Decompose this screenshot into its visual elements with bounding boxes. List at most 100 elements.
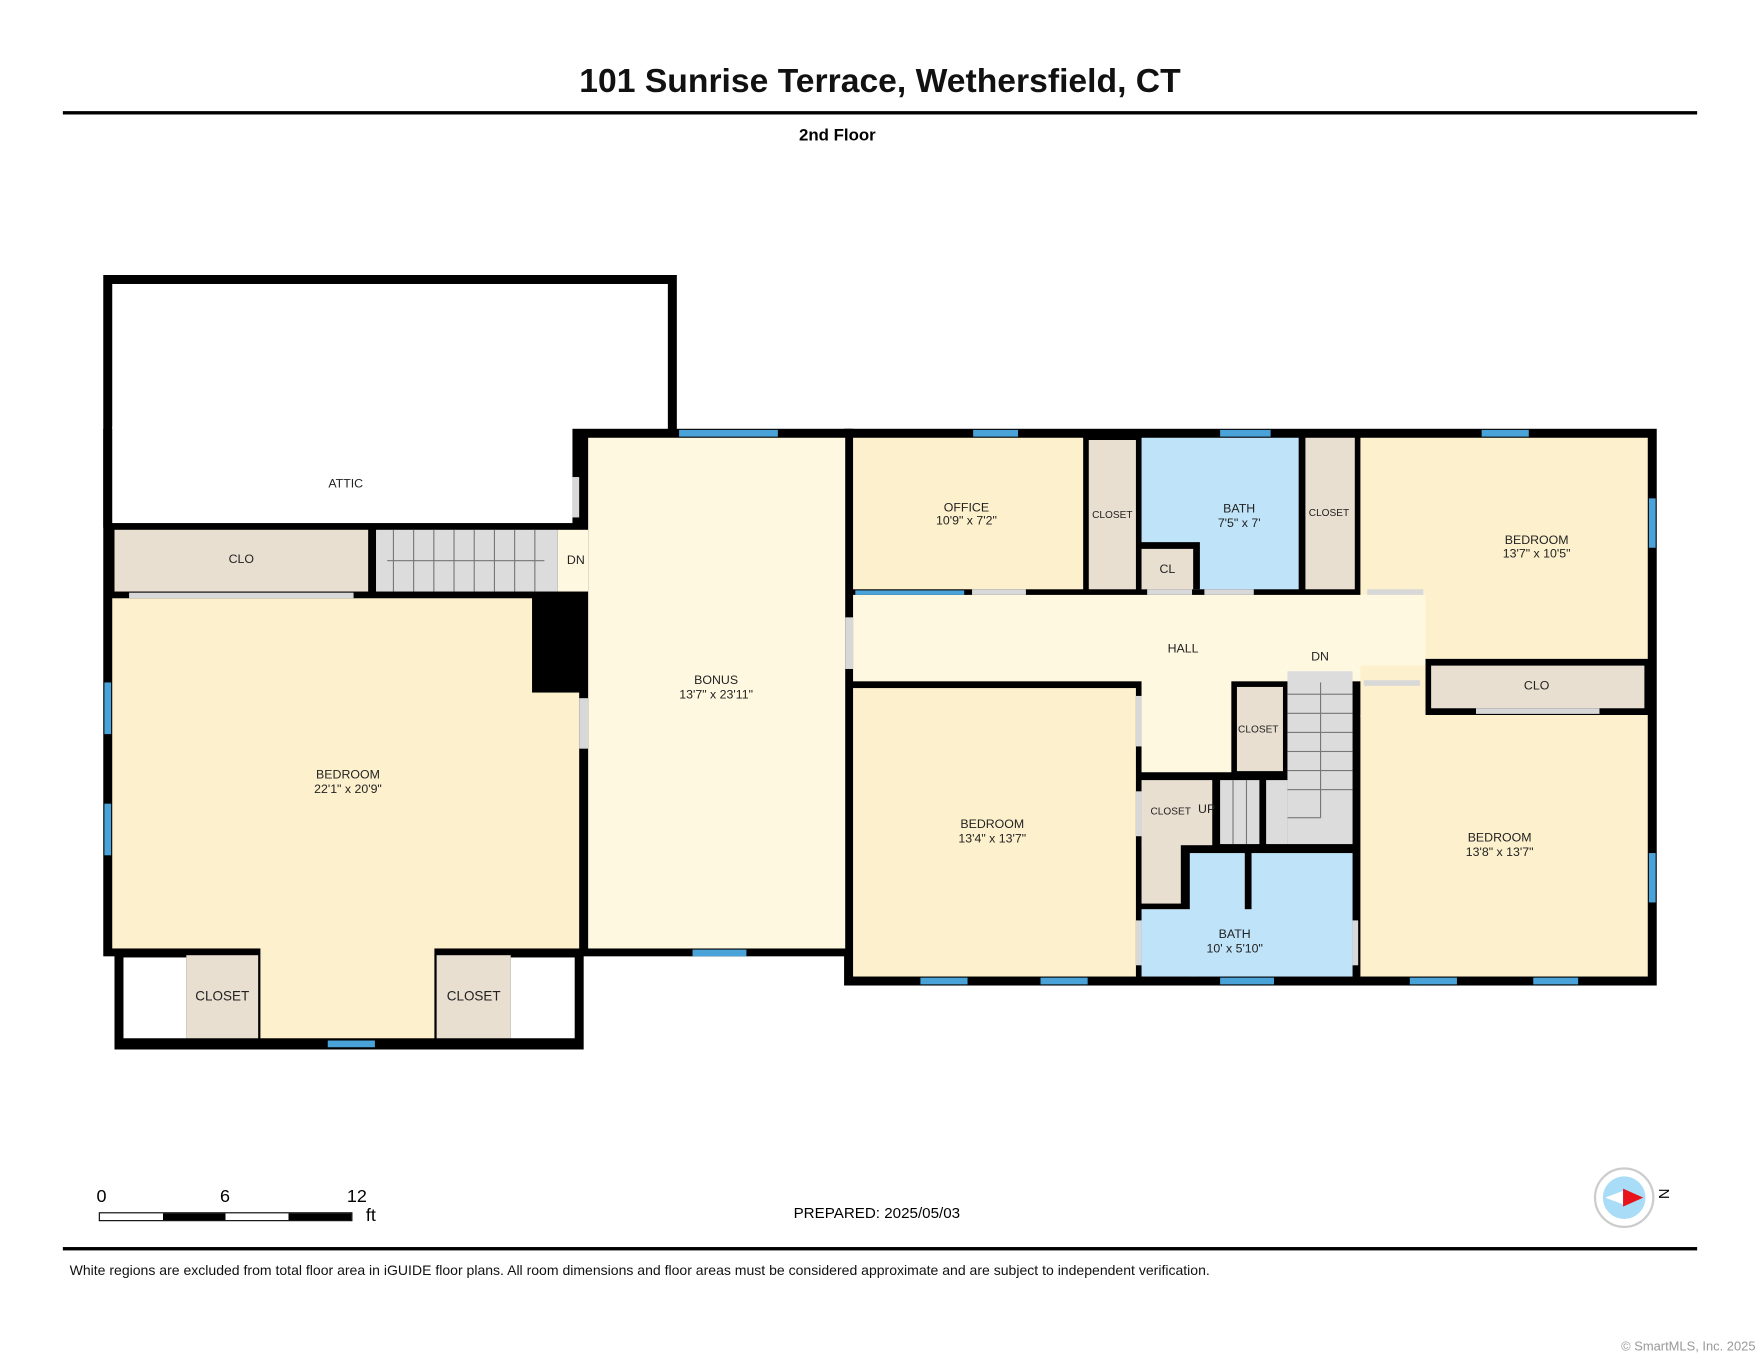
scale-unit: ft [365, 1206, 376, 1226]
closet-sw1 [186, 955, 259, 1039]
footer-divider [62, 1247, 1698, 1251]
door[interactable] [579, 698, 589, 749]
clo-west-label: CLO [228, 552, 255, 567]
bedroom-se [1360, 715, 1648, 977]
bedroom-se-entry [1360, 665, 1426, 718]
page-title: 101 Sunrise Terrace, Wethersfield, CT [579, 62, 1181, 100]
window [327, 1040, 375, 1048]
excluded-area [123, 957, 187, 1039]
attic-label: ATTIC [328, 477, 364, 492]
bath-south-dims: 10' x 5'10" [1206, 942, 1263, 956]
bonus-label: BONUS [694, 674, 739, 688]
window [1220, 429, 1271, 437]
window [104, 803, 112, 856]
window [1648, 498, 1656, 548]
bedroom-west-label: BEDROOM [316, 768, 380, 782]
stairs-hall-label: DN [1311, 650, 1329, 664]
cl-closet [1141, 548, 1194, 590]
bonus-dims: 13'7" x 23'11" [679, 688, 753, 703]
office-label: OFFICE [943, 501, 990, 515]
bedroom-west-dims: 22'1" x 20'9" [314, 782, 382, 797]
stairs-up-label: UP [1198, 803, 1216, 817]
door[interactable] [1135, 920, 1142, 966]
excluded-area [510, 957, 575, 1039]
bath-north-label: BATH [1223, 502, 1256, 516]
disclaimer: White regions are excluded from total fl… [69, 1262, 1210, 1279]
hall-extension [1141, 679, 1232, 773]
door[interactable] [845, 617, 854, 669]
window [1481, 429, 1529, 437]
scale-tick-12: 12 [346, 1187, 367, 1207]
closet-ne [1305, 437, 1355, 590]
closet-office [1088, 440, 1136, 590]
door[interactable] [1367, 589, 1424, 595]
floor-label: 2nd Floor [798, 125, 876, 145]
door[interactable] [1147, 589, 1193, 595]
bath-partition [1244, 850, 1252, 910]
bath-south-label: BATH [1218, 927, 1251, 942]
door[interactable] [1204, 589, 1254, 595]
bonus-room [588, 437, 846, 949]
closet-sw1-label: CLOSET [195, 988, 250, 1005]
window [1220, 977, 1274, 985]
scale-tick-6: 6 [220, 1187, 230, 1207]
door[interactable] [572, 477, 580, 518]
door[interactable] [1476, 708, 1600, 714]
compass-icon [1593, 1167, 1655, 1228]
door[interactable] [1135, 695, 1142, 747]
clo-west [114, 529, 369, 592]
window [1648, 853, 1656, 903]
stair-tread [1320, 682, 1322, 818]
bath-south [1189, 853, 1353, 977]
door[interactable] [1363, 680, 1420, 686]
bath-south-alcove [1141, 909, 1198, 977]
closet-sw2-label: CLOSET [446, 988, 501, 1005]
compass-needle [1623, 1188, 1644, 1207]
scale-tick-0: 0 [96, 1187, 107, 1207]
closet-hall [1236, 686, 1283, 772]
closet-hall-label: CLOSET [1238, 723, 1279, 735]
stairs-west-label: DN [566, 553, 585, 568]
stairs-hall-lower [1266, 780, 1288, 845]
scale-bar [98, 1212, 353, 1222]
window [973, 429, 1019, 437]
stairs-arrow-icon [387, 560, 545, 562]
window [1040, 977, 1088, 985]
title-divider [62, 111, 1698, 115]
door[interactable] [972, 589, 1026, 595]
closet-l-lower [1141, 841, 1181, 904]
window [679, 429, 778, 437]
closet-l [1141, 780, 1213, 846]
closet-ne-label: CLOSET [1308, 506, 1350, 519]
compass-north-label: N [1655, 1188, 1673, 1199]
window [692, 949, 747, 957]
closet-sw2 [436, 955, 511, 1039]
bedroom-west [112, 598, 580, 949]
hall [853, 594, 1426, 682]
bedroom-mid [853, 688, 1136, 977]
chimney [532, 594, 586, 693]
attic-room-lower [112, 426, 573, 524]
door[interactable] [1135, 791, 1142, 837]
stairs-up[interactable] [1220, 780, 1260, 845]
bedroom-ne-label: BEDROOM [1504, 533, 1569, 548]
bedroom-mid-label: BEDROOM [960, 817, 1025, 832]
bath-north-dims: 7'5" x 7' [1217, 516, 1261, 531]
bedroom-mid-dims: 13'4" x 13'7" [958, 832, 1027, 846]
landing [557, 529, 589, 592]
stair-tread [1275, 817, 1322, 819]
bedroom-se-dims: 13'8" x 13'7" [1465, 845, 1534, 860]
cl-label: CL [1159, 562, 1176, 577]
clo-east [1431, 665, 1645, 709]
attic-room [112, 283, 668, 429]
window [855, 590, 965, 595]
door[interactable] [129, 592, 354, 599]
prepared-date: PREPARED: 2025/05/03 [793, 1204, 961, 1222]
bedroom-west-alcove [260, 942, 435, 1039]
window [104, 682, 112, 735]
window [1533, 977, 1579, 985]
closet-l-label: CLOSET [1150, 805, 1191, 817]
door[interactable] [1352, 920, 1359, 966]
office [853, 437, 1084, 590]
